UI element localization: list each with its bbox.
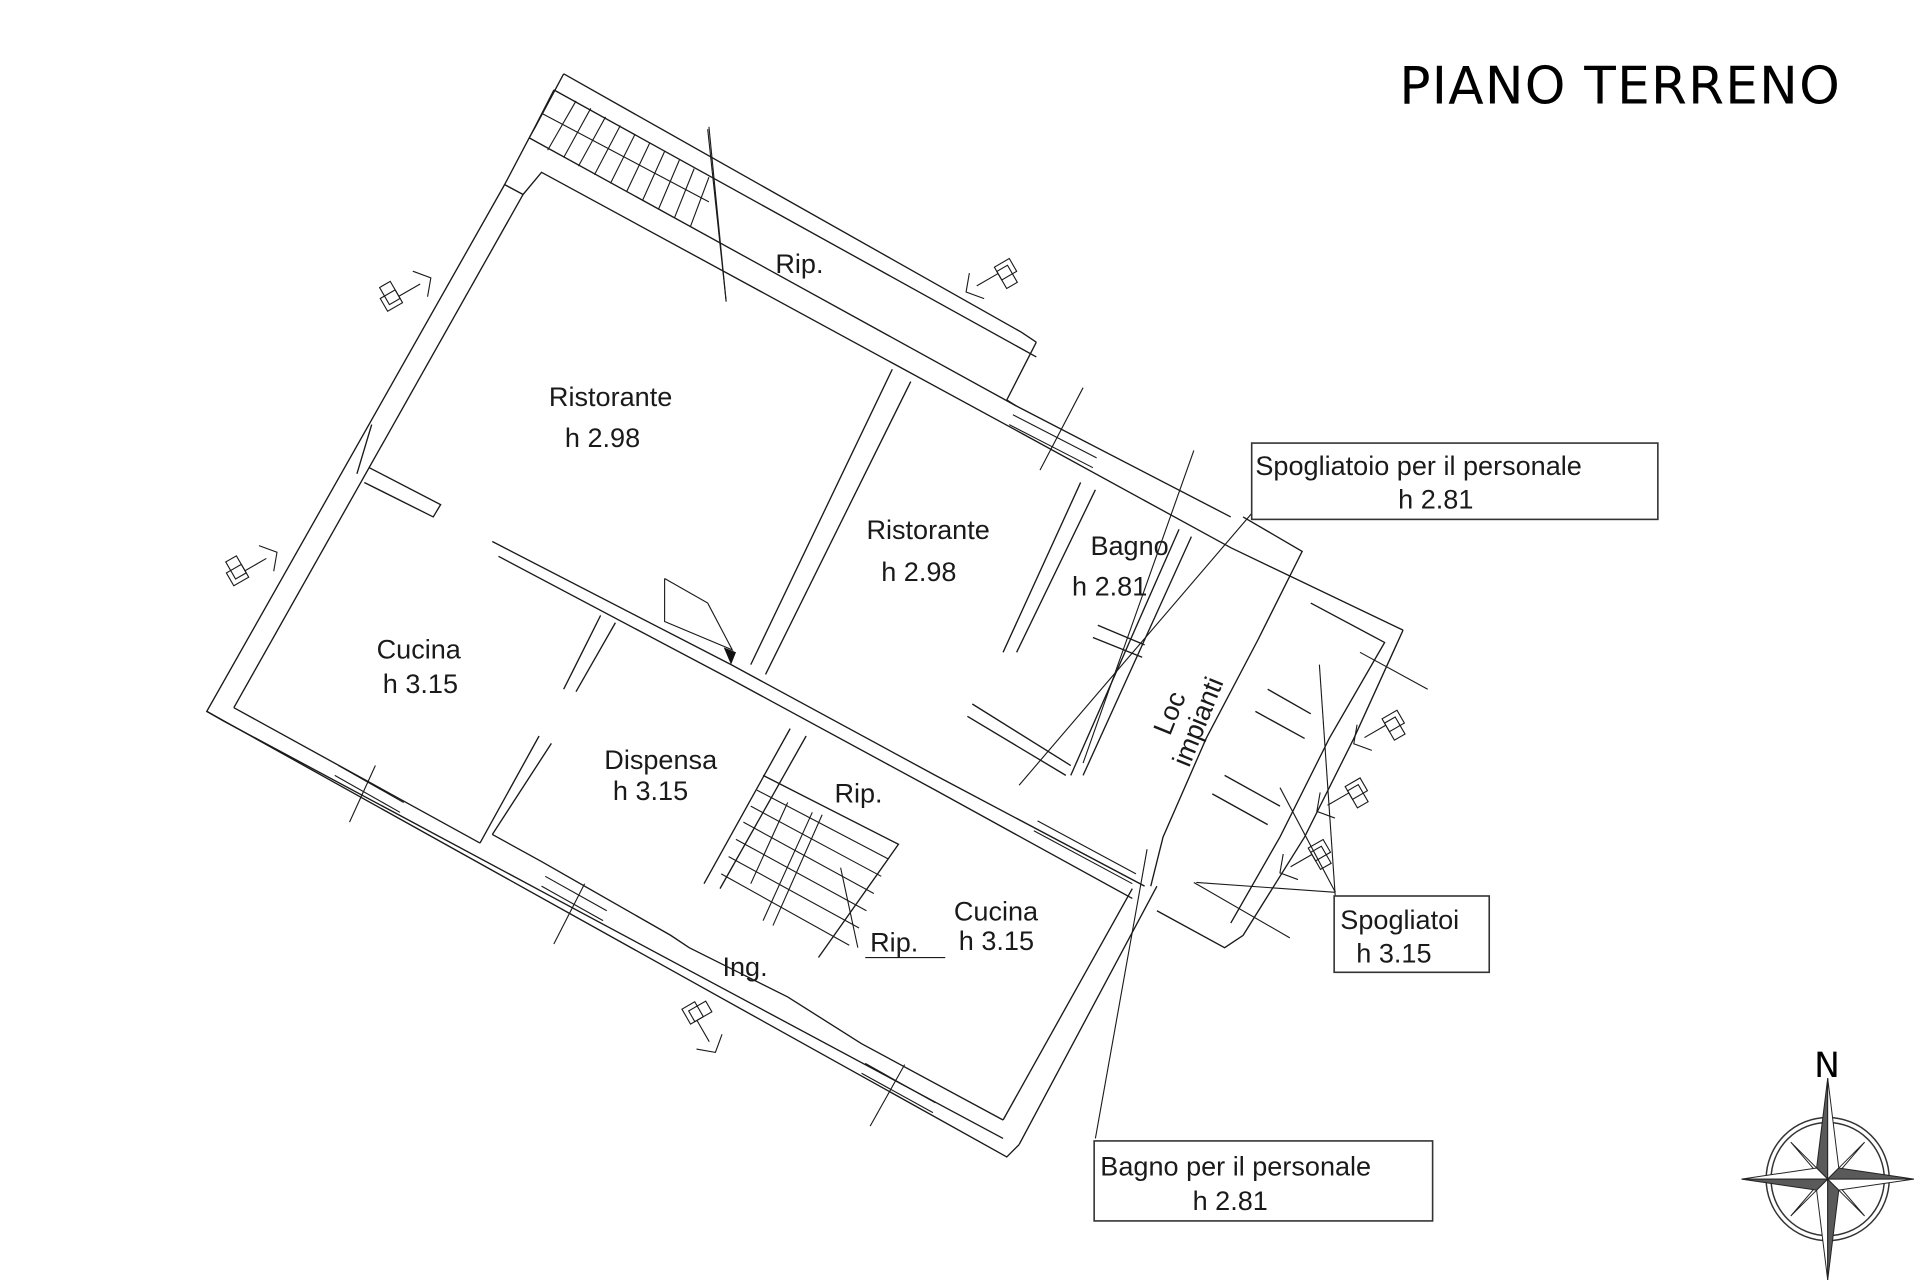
north-label: N: [1814, 1046, 1841, 1086]
callout-name: Spogliatoi: [1340, 904, 1459, 935]
label-rip-top: Rip.: [775, 248, 823, 279]
callout-spogliatoi: Spogliatoi h 3.15: [1333, 895, 1491, 974]
entry-marker-icon: [378, 270, 432, 313]
callout-bagno-personale: Bagno per il personale h 2.81: [1093, 1140, 1434, 1222]
room-height: h 2.98: [565, 422, 640, 453]
room-ristorante-1: Ristorante h 2.98: [549, 381, 672, 453]
room-name: Dispensa: [604, 744, 718, 775]
entry-marker-icon: [1353, 709, 1406, 751]
entry-marker-icon: [681, 1000, 723, 1053]
callout-height: h 3.15: [1356, 937, 1431, 968]
entry-marker-icon: [1279, 838, 1332, 881]
room-cucina-1: Cucina h 3.15: [377, 633, 462, 698]
callout-spogliatoio-personale: Spogliatoio per il personale h 2.81: [1250, 442, 1659, 521]
callout-name: Spogliatoio per il personale: [1255, 450, 1581, 481]
label-rip-under: Rip.: [870, 926, 918, 957]
room-ristorante-2: Ristorante h 2.98: [866, 514, 989, 587]
room-height: h 3.15: [383, 668, 458, 699]
label-ingresso: Ing.: [722, 951, 767, 982]
room-name: Cucina: [377, 633, 462, 664]
callout-height: h 2.81: [1398, 483, 1473, 514]
room-height: h 2.98: [881, 556, 956, 587]
entry-marker-icon: [224, 545, 278, 587]
room-height: h 3.15: [959, 925, 1034, 956]
room-cucina-2: Cucina h 3.15: [954, 896, 1039, 957]
plan-title: PIANO TERRENO: [1399, 56, 1841, 116]
compass-rose-icon: [1741, 1078, 1914, 1280]
room-dispensa: Dispensa h 3.15: [604, 744, 718, 806]
entry-marker-icon: [965, 257, 1019, 300]
compass: N: [1741, 1046, 1914, 1280]
entry-marker-icon: [1316, 777, 1369, 819]
room-height: h 3.15: [613, 775, 688, 806]
callout-name: Bagno per il personale: [1100, 1150, 1371, 1181]
room-name: Bagno: [1090, 530, 1168, 561]
room-name: Ristorante: [866, 514, 989, 545]
room-name: Ristorante: [549, 381, 672, 412]
label-rip-stair: Rip.: [834, 777, 882, 808]
room-height: h 2.81: [1072, 571, 1147, 602]
room-loc-impianti: Loc impianti: [1147, 672, 1230, 770]
building-walls: [205, 73, 1428, 1158]
room-bagno: Bagno h 2.81: [1072, 530, 1169, 602]
room-name: Cucina: [954, 896, 1039, 927]
callout-height: h 2.81: [1193, 1185, 1268, 1216]
